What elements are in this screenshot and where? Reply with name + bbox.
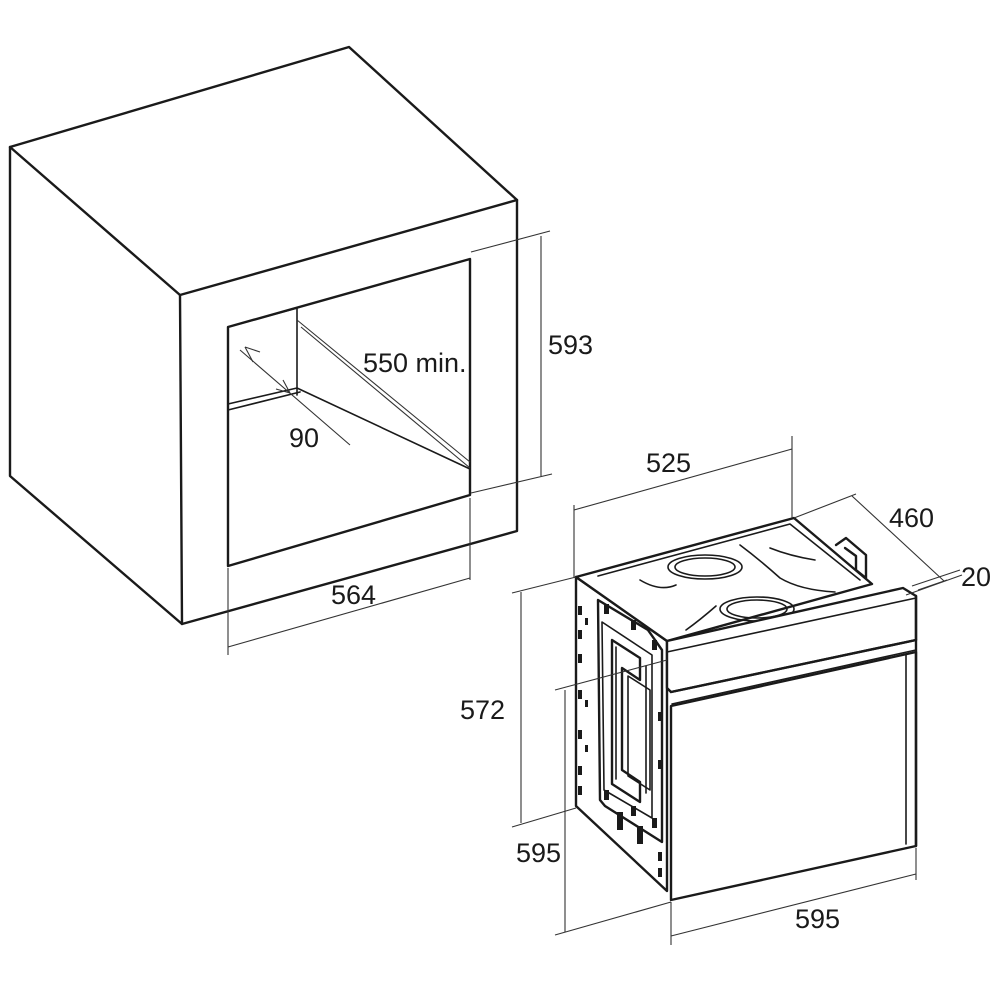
label-595-width: 595 (795, 904, 840, 934)
label-525: 525 (646, 448, 691, 478)
side-perforation (578, 606, 662, 877)
dim-line-90 (239, 349, 351, 446)
oven-labels: 525 460 20 572 595 595 (460, 448, 991, 934)
cabinet-niche-opening (226, 257, 472, 568)
cabinet-outline (8, 45, 519, 626)
label-564: 564 (331, 580, 376, 610)
dim-line-550 (296, 319, 471, 463)
dim-ext-595h-bottom (554, 901, 672, 936)
side-handle-rail (610, 638, 642, 804)
label-593: 593 (548, 330, 593, 360)
dim-ext-595h-top (554, 659, 668, 691)
dim-line-460 (851, 495, 945, 582)
rear-bracket (834, 536, 868, 580)
dim-line-564 (227, 577, 471, 648)
oven-top-surface (574, 516, 874, 643)
label-460: 460 (889, 503, 934, 533)
dim-ext-460-left (793, 493, 857, 519)
top-vent-1 (667, 554, 743, 580)
dim-ext-572-top (511, 576, 577, 594)
label-595-height: 595 (516, 838, 561, 868)
cabinet-drawing (8, 45, 553, 655)
dim-line-525 (573, 448, 793, 511)
dim-ext-593-top (470, 230, 551, 253)
label-572: 572 (460, 695, 505, 725)
oven-drawing (511, 436, 963, 945)
label-90: 90 (289, 423, 319, 453)
panel-door-gap (671, 649, 917, 705)
label-20: 20 (961, 562, 991, 592)
dim-ext-572-bottom (511, 807, 577, 828)
label-550-min: 550 min. (363, 348, 467, 378)
oven-door (669, 650, 918, 902)
dim-line-20 (905, 574, 963, 596)
side-mounting-frame (596, 598, 664, 844)
cabinet-front-corner (178, 293, 184, 626)
dim-line-595w (670, 873, 917, 937)
dim-ext-593-bottom (470, 473, 553, 494)
cabinet-labels: 593 550 min. 90 564 (289, 330, 593, 610)
